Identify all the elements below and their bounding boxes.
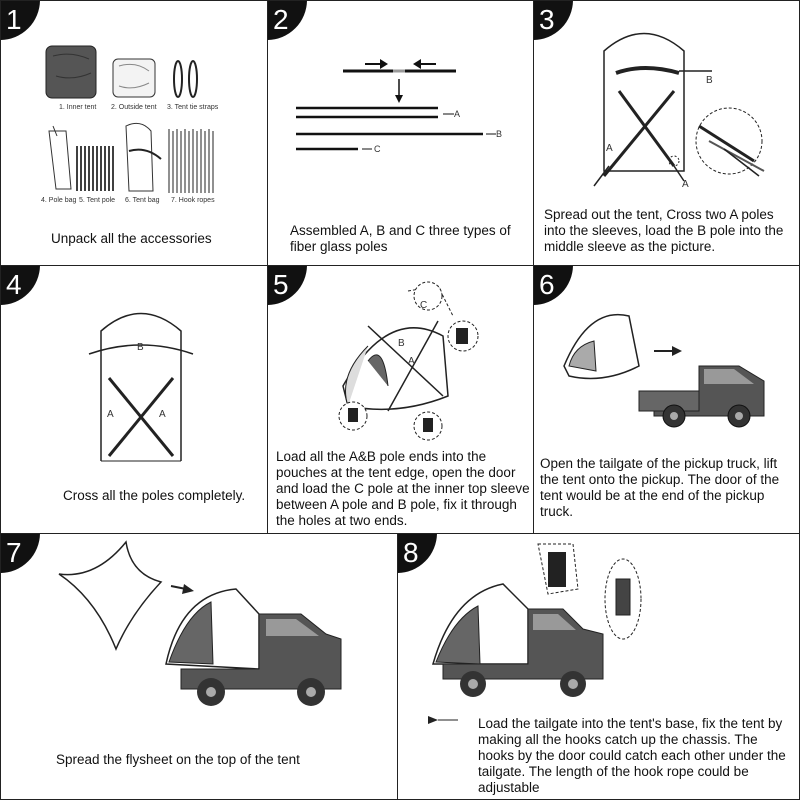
step-3-panel: B A A 3 Spread out the tent, Cross two A… (533, 0, 800, 266)
item-label-1: 1. Inner tent (59, 104, 97, 111)
pole-label-c: C (374, 144, 381, 154)
pole-label-b: B (496, 129, 503, 139)
step-4-panel: B A A 4 Cross all the poles completely. (0, 265, 268, 534)
crossed-poles-illustration (88, 312, 194, 462)
step-caption: Spread the flysheet on the top of the te… (56, 752, 300, 767)
hooks-illustration (428, 543, 642, 724)
step-2-panel: A B C 2 Assembled A, B and C three types… (267, 0, 534, 266)
flysheet-illustration (58, 540, 342, 706)
step-1-panel: 1. Inner tent 2. Outside tent 3. Tent ti… (0, 0, 268, 266)
step-number: 6 (534, 266, 573, 305)
pole-label-b: B (706, 75, 713, 86)
pole-label-a-left: A (606, 143, 613, 154)
step-6-panel: 6 Open the tailgate of the pickup truck,… (533, 265, 800, 534)
step-caption: Open the tailgate of the pickup truck, l… (540, 456, 780, 519)
step-number: 1 (1, 1, 40, 40)
step-caption: Cross all the poles completely. (63, 488, 246, 503)
pole-label-a-right: A (682, 179, 689, 190)
pole-label-a: A (408, 356, 415, 367)
item-label-5: 5. Tent pole (79, 197, 116, 204)
step-7-panel: 7 Spread the flysheet on the top of the … (0, 533, 398, 800)
step-5-panel: C B A 5 Load all the A&B pole ends into … (267, 265, 534, 534)
pole-label-a-left: A (107, 409, 114, 420)
pole-label-a: A (454, 109, 461, 119)
pole-label-a-right: A (159, 409, 166, 420)
step-caption: Assembled A, B and C three types of fibe… (290, 223, 511, 254)
item-label-7: 7. Hook ropes (171, 197, 215, 204)
pole-label-c: C (420, 300, 428, 311)
tent-to-truck-illustration (563, 313, 765, 428)
pole-label-b: B (137, 342, 144, 353)
accessories-illustration (45, 45, 214, 193)
item-label-2: 2. Outside tent (111, 104, 157, 111)
poles-illustration (296, 59, 496, 151)
item-label-6: 6. Tent bag (125, 197, 160, 204)
step-caption: Unpack all the accessories (51, 231, 212, 246)
step-caption: Spread out the tent, Cross two A poles i… (544, 207, 784, 254)
step-caption: Load all the A&B pole ends into the pouc… (276, 449, 530, 528)
spread-tent-illustration (593, 32, 765, 187)
item-label-4: 4. Pole bag (41, 197, 77, 204)
pole-label-b: B (398, 338, 405, 349)
step-caption: Load the tailgate into the tent's base, … (478, 716, 786, 795)
pole-pouches-illustration (338, 281, 479, 441)
step-8-panel: 8 Load the tailgate into the tent's base… (397, 533, 800, 800)
item-label-3: 3. Tent tie straps (167, 104, 219, 111)
